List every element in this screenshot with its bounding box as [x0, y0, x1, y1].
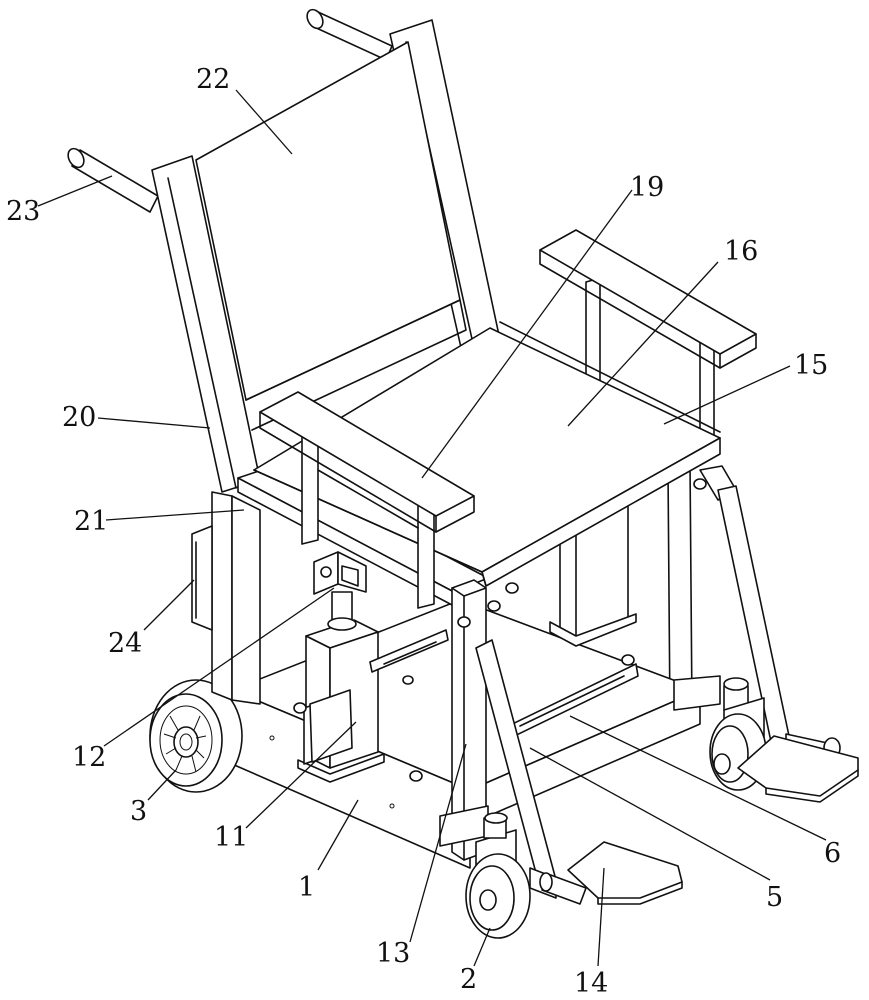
leader-5 [529, 747, 771, 881]
label-24: 24 [108, 628, 142, 659]
leader-14 [597, 867, 605, 967]
leader-lines [37, 89, 827, 967]
push-handle-left [67, 147, 159, 213]
rear-left-leg [211, 491, 261, 705]
leader-23 [37, 175, 113, 207]
leader-2 [473, 927, 491, 967]
label-21: 21 [74, 506, 108, 537]
label-1: 1 [298, 872, 315, 903]
leader-3 [147, 769, 177, 801]
label-19: 19 [630, 172, 664, 203]
leader-13 [409, 743, 467, 943]
leader-15 [663, 365, 791, 425]
label-13: 13 [376, 938, 410, 969]
label-6: 6 [824, 838, 841, 869]
armrest-left [259, 391, 475, 609]
push-handle-right [306, 8, 393, 61]
label-14: 14 [574, 968, 608, 999]
footplate-rear [737, 733, 859, 803]
label-2: 2 [460, 964, 477, 995]
slide-rail-back [369, 629, 449, 673]
battery-box [191, 525, 213, 631]
seat-plate [253, 321, 721, 587]
label-11: 11 [214, 822, 248, 853]
hydraulic-cylinder [313, 551, 367, 631]
label-16: 16 [724, 236, 758, 267]
footrest-strut-rear [693, 465, 793, 757]
lift-column [297, 619, 385, 783]
leader-6 [569, 715, 827, 841]
leader-11 [245, 721, 357, 829]
leader-12 [103, 587, 335, 747]
leader-21 [105, 509, 245, 521]
leader-20 [97, 417, 211, 429]
leader-1 [317, 799, 359, 871]
leader-16 [567, 261, 719, 427]
armrest-right [539, 229, 757, 445]
label-23: 23 [6, 196, 40, 227]
label-15: 15 [794, 350, 828, 381]
label-22: 22 [196, 64, 230, 95]
label-3: 3 [130, 796, 147, 827]
leader-19 [421, 189, 633, 479]
backrest-panel [195, 41, 467, 431]
label-20: 20 [62, 402, 96, 433]
footplate-front [539, 841, 683, 905]
rear-wheel-left [149, 679, 243, 793]
reference-numerals: 1 2 3 5 6 11 12 13 14 15 16 19 20 21 22 … [6, 64, 841, 999]
label-5: 5 [766, 882, 783, 913]
leader-24 [143, 579, 195, 631]
rail-bolts [293, 654, 635, 782]
label-12: 12 [72, 742, 106, 773]
leader-22 [235, 89, 293, 155]
